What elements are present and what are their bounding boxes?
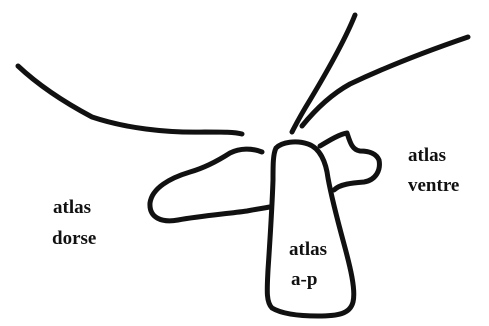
- label-ap-line1: atlas: [289, 239, 327, 260]
- dorse-lobe-outline: [150, 149, 270, 221]
- label-ap-line2: a-p: [291, 269, 317, 290]
- label-ventre-line2: ventre: [408, 175, 459, 196]
- upper-diagonal-stroke: [292, 15, 355, 132]
- label-ventre-line1: atlas: [408, 145, 446, 166]
- right-diagonal-stroke: [302, 37, 468, 126]
- label-dorse-line2: dorse: [52, 228, 96, 249]
- left-curve-stroke: [18, 66, 242, 134]
- label-dorse-line1: atlas: [53, 197, 91, 218]
